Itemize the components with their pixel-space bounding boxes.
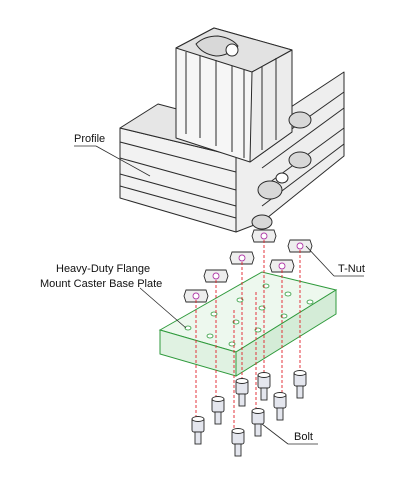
bolt xyxy=(257,372,271,401)
label-plate-line1: Heavy-Duty Flange xyxy=(56,263,151,275)
bolts xyxy=(191,370,307,457)
t-nut xyxy=(287,239,313,253)
t-nut xyxy=(269,259,295,273)
label-profile: Profile xyxy=(74,133,106,145)
bolt xyxy=(293,370,307,399)
tnut-leader xyxy=(305,245,335,277)
profile-leader xyxy=(95,145,151,177)
alignment-guides xyxy=(195,240,301,428)
aluminum-profile xyxy=(119,27,345,233)
label-bolt: Bolt xyxy=(294,431,313,443)
label-tnut: T-Nut xyxy=(338,263,365,275)
label-plate-line2: Mount Caster Base Plate xyxy=(40,278,163,290)
t-nut xyxy=(229,251,255,265)
base-plate xyxy=(158,271,338,377)
bolt xyxy=(211,396,225,425)
bolt xyxy=(191,416,205,445)
t-nut xyxy=(203,269,229,283)
t-nut xyxy=(251,229,277,243)
bolt xyxy=(251,408,265,437)
bolt xyxy=(273,392,287,421)
t-nut xyxy=(183,289,209,303)
plate-leader xyxy=(139,287,187,329)
bolt xyxy=(231,428,245,457)
bolt-leader xyxy=(261,423,289,445)
bolt xyxy=(235,378,249,407)
